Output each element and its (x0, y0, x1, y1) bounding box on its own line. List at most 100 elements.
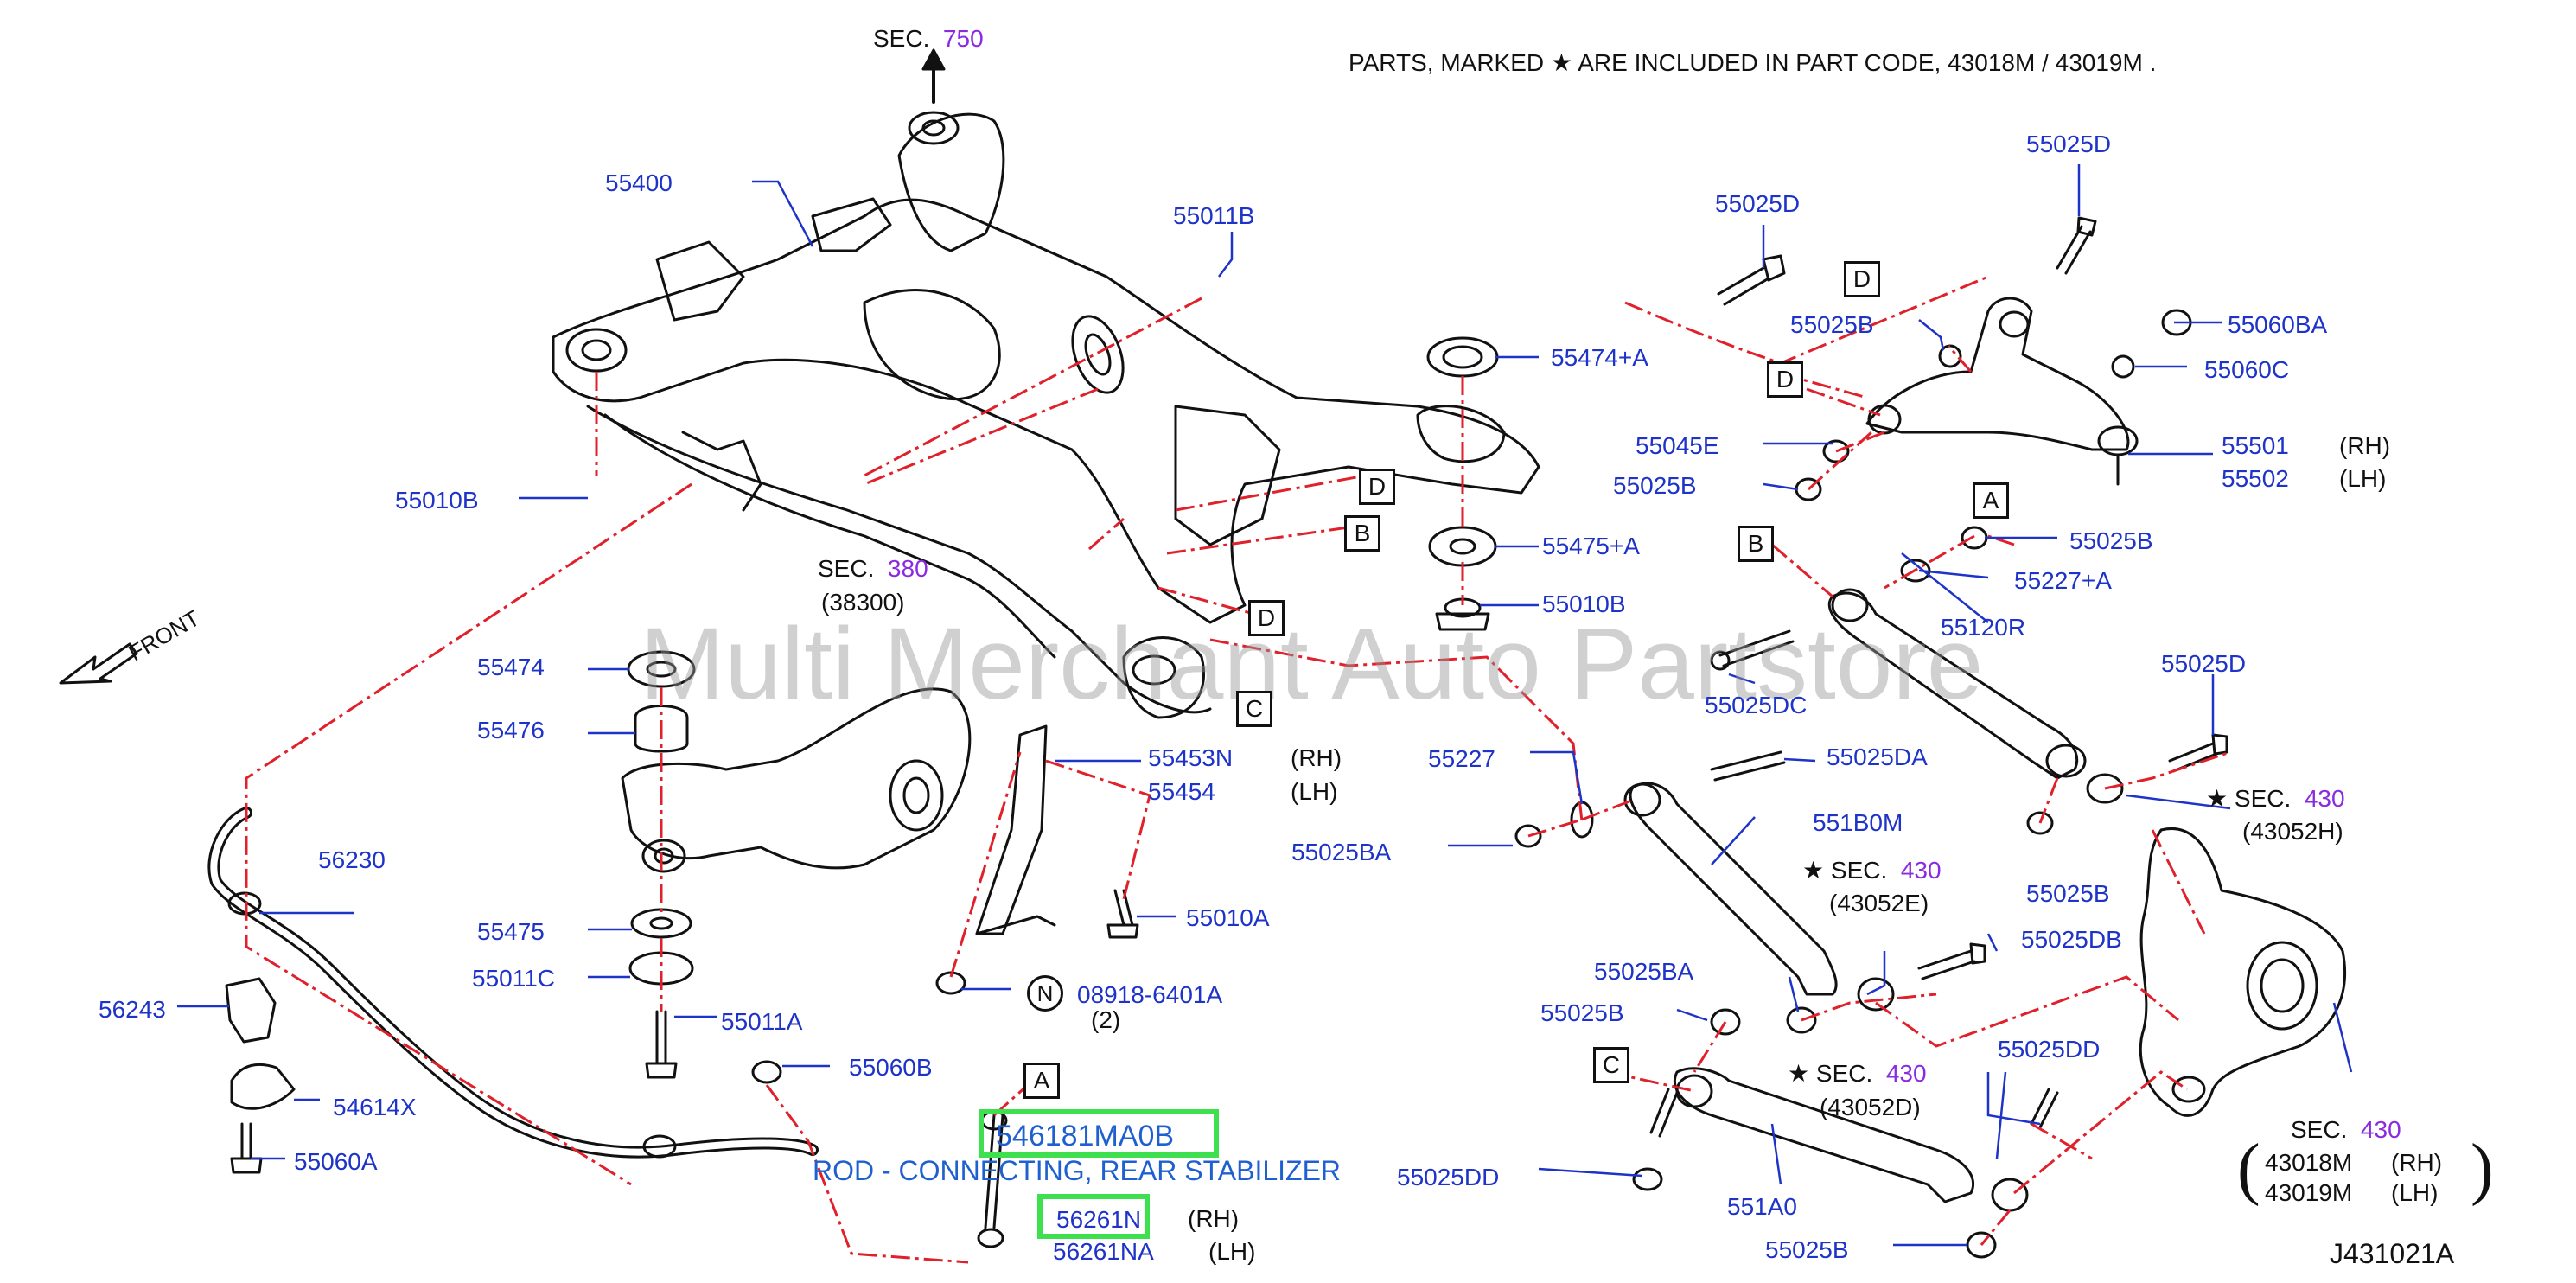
parts-note-suffix: ARE INCLUDED IN PART CODE, 43018M / 4301… (1578, 49, 2157, 76)
part-55453n-side: (RH) (1291, 744, 1342, 771)
part-56261n: 56261N (1056, 1206, 1142, 1233)
stabilizer-bar-drawing (207, 807, 819, 1174)
highlight-box-part-number[interactable]: 546181MA0B (979, 1109, 1219, 1158)
part-55227a[interactable]: 55227+A (2014, 567, 2112, 594)
part-551a0[interactable]: 551A0 (1727, 1193, 1797, 1220)
knuckle-lh-code: 43019M (2265, 1179, 2353, 1206)
part-55453n[interactable]: 55453N (1148, 744, 1234, 771)
part-55025d-top[interactable]: 55025D (2026, 131, 2112, 157)
part-55010b[interactable]: 55010B (395, 487, 479, 514)
part-55011c[interactable]: 55011C (472, 965, 556, 992)
part-551b0m[interactable]: 551B0M (1813, 809, 1903, 836)
part-55025da[interactable]: 55025DA (1827, 744, 1928, 770)
highlight-part-name: ROD - CONNECTING, REAR STABILIZER (813, 1155, 1342, 1186)
callout-b: B (1738, 526, 1774, 562)
part-55025b-4[interactable]: 55025B (2026, 880, 2110, 907)
sec-number: 430 (2304, 785, 2345, 812)
part-55502[interactable]: 55502 (2222, 465, 2289, 492)
part-55502-side: (LH) (2339, 465, 2387, 492)
red-leader-lines (245, 275, 2231, 1264)
callout-b: B (1344, 515, 1380, 552)
sec-number: 380 (887, 555, 928, 582)
link-551a0-drawing (1632, 1008, 2059, 1259)
part-55025dd[interactable]: 55025DD (1397, 1164, 1500, 1190)
part-55025d[interactable]: 55025D (1715, 190, 1801, 217)
knuckle-lh: (LH) (2391, 1179, 2439, 1206)
part-56243[interactable]: 56243 (99, 996, 166, 1023)
part-55025ba-2[interactable]: 55025BA (1594, 958, 1694, 985)
bracket-drawing (935, 724, 1139, 995)
part-56261n-side: (RH) (1188, 1205, 1240, 1232)
part-54614x[interactable]: 54614X (333, 1094, 417, 1120)
part-55025b-3[interactable]: 55025B (2069, 527, 2153, 554)
part-55010b-upper[interactable]: 55010B (1542, 590, 1626, 617)
part-55060ba[interactable]: 55060BA (2228, 311, 2328, 338)
part-55025b-2[interactable]: 55025B (1613, 472, 1697, 499)
callout-d: D (1767, 361, 1803, 398)
sec-750[interactable]: SEC. 750 (873, 27, 984, 51)
open-paren: ( (2237, 1131, 2260, 1207)
close-paren: ) (2471, 1131, 2494, 1207)
sec-prefix: SEC. (873, 25, 930, 52)
part-08918-6401a[interactable]: 08918-6401A (1077, 981, 1223, 1008)
part-56261na[interactable]: 56261NA (1053, 1238, 1154, 1265)
part-55454[interactable]: 55454 (1148, 778, 1215, 805)
callout-d: D (1844, 261, 1880, 297)
part-55025d-right[interactable]: 55025D (2161, 650, 2247, 677)
star-icon: ★ (1550, 49, 1573, 76)
part-55060a[interactable]: 55060A (294, 1148, 378, 1175)
callout-c: C (1236, 691, 1272, 727)
part-55025ba[interactable]: 55025BA (1291, 839, 1392, 865)
diagram-id: J431021A (2330, 1238, 2455, 1269)
sec-number: 430 (1885, 1060, 1927, 1087)
sec-number: 430 (1900, 857, 1942, 884)
part-55474[interactable]: 55474 (477, 654, 545, 680)
sec-430-e[interactable]: ★ SEC. 430 (1802, 859, 1942, 883)
front-arrow (59, 642, 138, 685)
blue-leader-lines (177, 164, 2353, 1247)
part-55060c[interactable]: 55060C (2204, 356, 2290, 383)
part-55060b[interactable]: 55060B (849, 1054, 933, 1081)
part-55227[interactable]: 55227 (1428, 745, 1495, 772)
part-56230[interactable]: 56230 (318, 846, 386, 873)
sec-number: 750 (942, 25, 984, 52)
callout-a: A (1023, 1063, 1060, 1099)
sec-430-h-sub: (43052H) (2242, 818, 2343, 845)
part-55475[interactable]: 55475 (477, 918, 545, 945)
part-55025dc[interactable]: 55025DC (1705, 692, 1808, 718)
callout-c: C (1593, 1047, 1629, 1083)
part-55010a[interactable]: 55010A (1186, 904, 1270, 931)
sec-430-d-sub: (43052D) (1820, 1094, 1921, 1120)
subframe-drawing (552, 111, 1540, 719)
part-55011a[interactable]: 55011A (721, 1008, 803, 1035)
sec-prefix: SEC. (1830, 857, 1888, 884)
sec-430-knuckle[interactable]: SEC. 430 (2291, 1118, 2401, 1142)
sec-380-sub: (38300) (821, 589, 905, 616)
part-55476[interactable]: 55476 (477, 717, 545, 744)
parts-note-prefix: PARTS, MARKED (1349, 49, 1545, 76)
part-55025dd-right[interactable]: 55025DD (1998, 1036, 2101, 1063)
sec-prefix: SEC. (2234, 785, 2292, 812)
part-55025b-5[interactable]: 55025B (1540, 999, 1624, 1026)
part-55025db[interactable]: 55025DB (2021, 926, 2122, 953)
part-08918-qty: (2) (1091, 1006, 1121, 1033)
part-55120r[interactable]: 55120R (1941, 614, 2026, 641)
part-55045e[interactable]: 55045E (1636, 432, 1719, 459)
part-55011b[interactable]: 55011B (1173, 202, 1255, 229)
highlight-box-56261n[interactable]: 56261N (1037, 1194, 1150, 1239)
sec-430-d[interactable]: ★ SEC. 430 (1788, 1062, 1927, 1086)
highlight-part-number: 546181MA0B (996, 1120, 1175, 1152)
link-551b0m-drawing (1514, 750, 1986, 1034)
parts-note: PARTS, MARKED ★ ARE INCLUDED IN PART COD… (1349, 51, 2156, 75)
part-55400[interactable]: 55400 (605, 169, 673, 196)
part-55025b-6[interactable]: 55025B (1765, 1236, 1849, 1263)
sec-430-h[interactable]: ★ SEC. 430 (2206, 787, 2345, 811)
part-55474a[interactable]: 55474+A (1551, 344, 1648, 371)
part-55501[interactable]: 55501 (2222, 432, 2289, 459)
knuckle-drawing (2139, 827, 2347, 1117)
part-55025b[interactable]: 55025B (1790, 311, 1874, 338)
sec-380[interactable]: SEC. 380 (818, 557, 928, 581)
part-55475a[interactable]: 55475+A (1542, 533, 1640, 559)
